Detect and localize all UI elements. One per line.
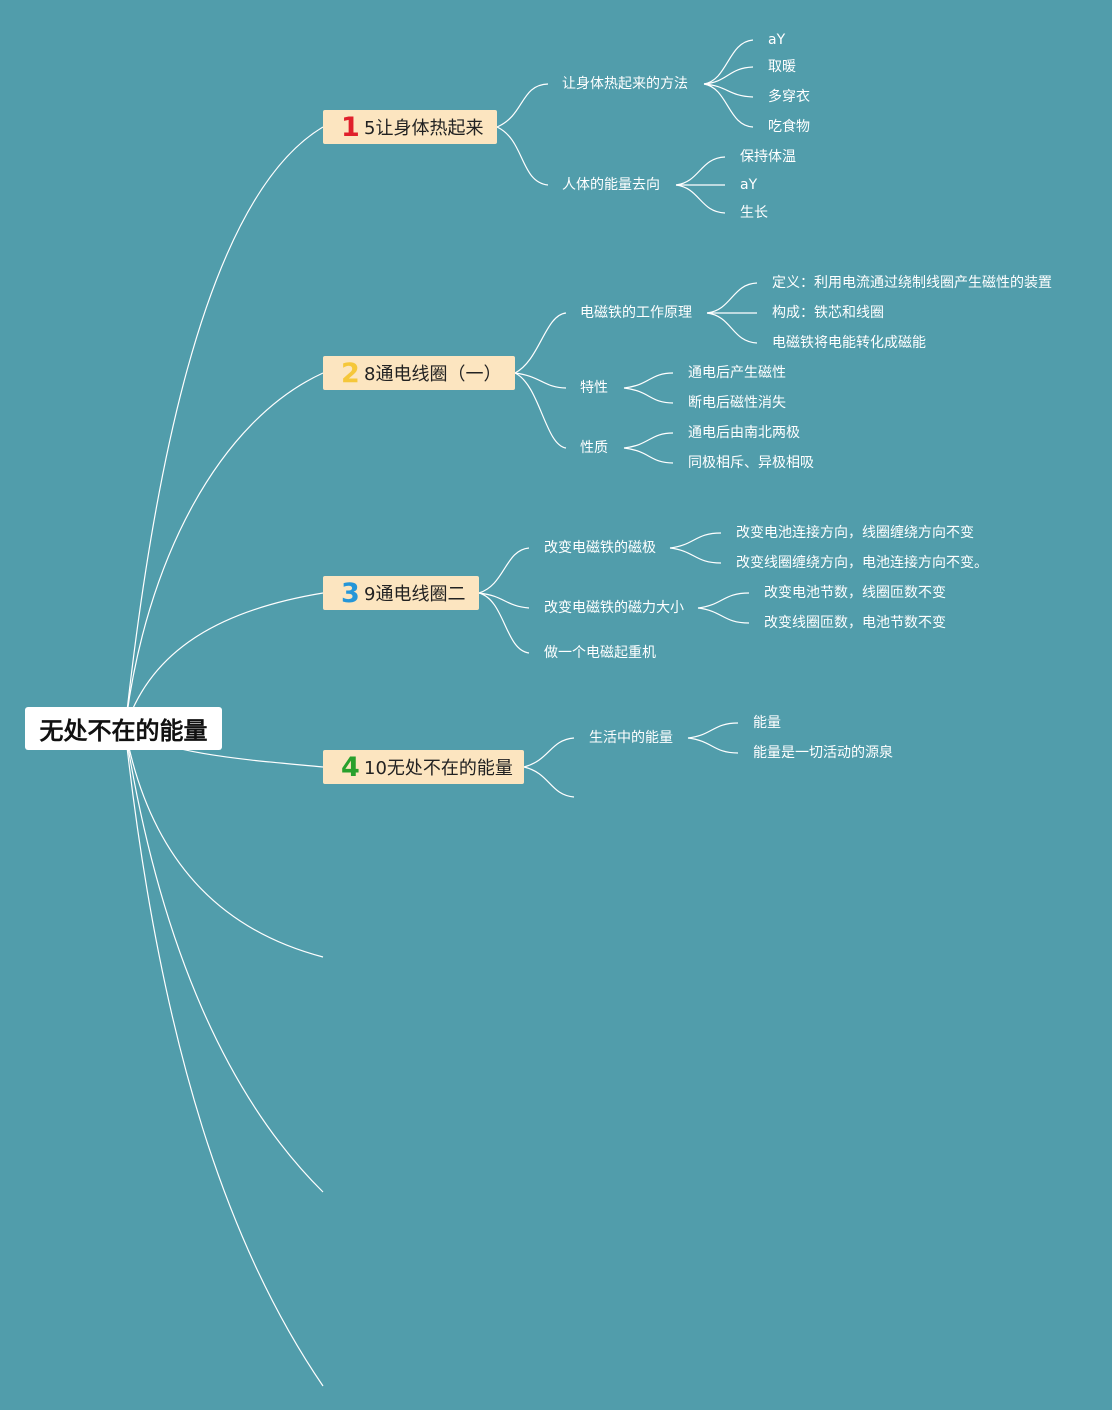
leaf-connector: [675, 156, 726, 186]
root-topic[interactable]: 无处不在的能量: [25, 707, 222, 750]
branch-connector: [523, 766, 575, 798]
branch-connector: [496, 126, 549, 186]
branch-connector: [514, 372, 567, 389]
branch-topic-1[interactable]: 1 5让身体热起来: [323, 110, 497, 144]
leaf-connector: [669, 532, 722, 549]
branch-title: 8通电线圈（一）: [364, 364, 502, 385]
leaf-connector: [703, 83, 754, 128]
branch-connector: [478, 592, 530, 654]
leaf-connector: [687, 737, 739, 754]
branch-connector: [514, 372, 567, 449]
number-3-icon: 3: [341, 577, 360, 609]
subtopic-label[interactable]: 性质: [580, 440, 608, 456]
branch-connector: [496, 83, 549, 128]
branch-connector: [478, 547, 530, 594]
leaf-label[interactable]: aY: [768, 32, 786, 48]
branch-title: 5让身体热起来: [364, 118, 484, 139]
subtopic-label[interactable]: 特性: [580, 380, 608, 396]
root-connector: [124, 728, 324, 1193]
number-1-icon: 1: [341, 111, 360, 143]
branch-connector: [478, 592, 530, 609]
subtopic-label[interactable]: 生活中的能量: [589, 730, 673, 746]
leaf-label[interactable]: 生长: [740, 205, 768, 221]
number-4-icon: 4: [341, 751, 360, 783]
leaf-label[interactable]: 吃食物: [768, 119, 810, 135]
subtopic-label[interactable]: 改变电磁铁的磁力大小: [544, 600, 684, 616]
leaf-label[interactable]: 改变电池连接方向，线圈缠绕方向不变: [736, 525, 974, 541]
leaf-label[interactable]: 取暖: [768, 59, 796, 75]
leaf-label[interactable]: 改变电池节数，线圈匝数不变: [764, 585, 946, 601]
leaf-label[interactable]: 改变线圈匝数，电池节数不变: [764, 615, 946, 631]
leaf-label[interactable]: 能量是一切活动的源泉: [753, 745, 893, 761]
branch-connector: [514, 312, 567, 374]
leaf-connector: [675, 184, 726, 214]
leaf-connector: [623, 387, 674, 404]
subtopic-label[interactable]: 电磁铁的工作原理: [580, 305, 692, 321]
leaf-label[interactable]: aY: [740, 177, 758, 193]
leaf-connector: [706, 312, 758, 344]
branch-topic-3[interactable]: 3 9通电线圈二: [323, 576, 479, 610]
root-connector: [124, 126, 324, 730]
leaf-label[interactable]: 同极相斥、异极相吸: [688, 455, 814, 471]
root-connector: [124, 592, 324, 730]
branch-title: 9通电线圈二: [364, 584, 466, 605]
leaf-label[interactable]: 构成：铁芯和线圈: [772, 305, 884, 321]
root-connector: [124, 728, 324, 1387]
leaf-label[interactable]: 能量: [753, 715, 781, 731]
branch-topic-2[interactable]: 2 8通电线圈（一）: [323, 356, 515, 390]
number-2-icon: 2: [341, 357, 360, 389]
leaf-label[interactable]: 断电后磁性消失: [688, 395, 786, 411]
root-connector: [124, 372, 324, 730]
leaf-connector: [623, 432, 674, 449]
branch-topic-4[interactable]: 4 10无处不在的能量: [323, 750, 524, 784]
leaf-connector: [623, 372, 674, 389]
root-connector: [124, 728, 324, 958]
leaf-connector: [703, 66, 754, 85]
leaf-connector: [697, 592, 750, 609]
subtopic-label[interactable]: 人体的能量去向: [562, 177, 660, 193]
branch-connector: [523, 737, 575, 768]
leaf-label[interactable]: 通电后由南北两极: [688, 425, 800, 441]
subtopic-label[interactable]: 让身体热起来的方法: [562, 76, 688, 92]
leaf-label[interactable]: 多穿衣: [768, 89, 810, 105]
leaf-connector: [669, 547, 722, 564]
leaf-label[interactable]: 改变线圈缠绕方向，电池连接方向不变。: [736, 555, 988, 571]
leaf-label[interactable]: 保持体温: [740, 149, 796, 165]
leaf-label[interactable]: 通电后产生磁性: [688, 365, 786, 381]
subtopic-label[interactable]: 做一个电磁起重机: [544, 645, 656, 661]
leaf-connector: [623, 447, 674, 464]
branch-title: 10无处不在的能量: [364, 758, 513, 779]
subtopic-label[interactable]: 改变电磁铁的磁极: [544, 540, 656, 556]
leaf-connector: [703, 83, 754, 98]
leaf-connector: [687, 722, 739, 739]
leaf-label[interactable]: 定义：利用电流通过绕制线圈产生磁性的装置: [772, 275, 1052, 291]
leaf-connector: [703, 39, 754, 85]
leaf-label[interactable]: 电磁铁将电能转化成磁能: [772, 335, 926, 351]
leaf-connector: [706, 282, 758, 314]
leaf-connector: [697, 607, 750, 624]
